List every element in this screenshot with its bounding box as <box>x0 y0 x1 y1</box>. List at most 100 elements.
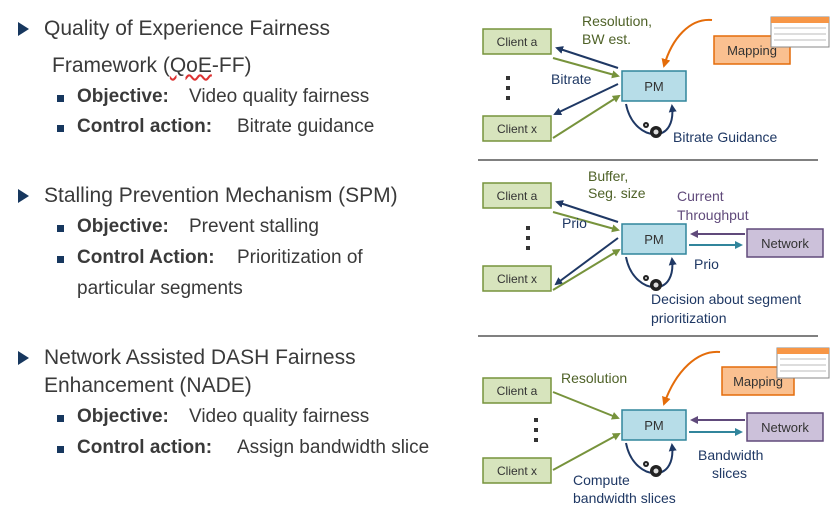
bitrate-label: Bitrate <box>551 71 592 87</box>
current-label: Current <box>677 188 724 204</box>
bw-est-label: BW est. <box>582 31 631 47</box>
client-a-label: Client a <box>497 384 538 398</box>
arrow-client-a-to-pm <box>552 57 620 79</box>
control-action-label: Control action: <box>77 437 213 458</box>
resolution-label: Resolution, <box>582 13 652 29</box>
arrow-pm-to-client-a <box>555 200 619 223</box>
prio-label: Prio <box>562 215 587 231</box>
square-bullet-icon <box>57 446 64 453</box>
network-label: Network <box>761 236 809 251</box>
diagram-qoe-ff: Client a Client x PM Mapping Resolution,… <box>482 13 830 145</box>
bullet-triangle-icon <box>18 189 29 203</box>
objective-text: Prevent stalling <box>189 216 319 237</box>
client-x-box <box>482 457 552 484</box>
pm-label: PM <box>644 79 664 94</box>
pm-label: PM <box>644 232 664 247</box>
control-action-item: Control action: Assign bandwidth slice <box>57 437 457 461</box>
client-x-label: Client x <box>497 122 537 136</box>
ellipsis-dots <box>534 418 538 442</box>
decision-label: Decision about segment <box>651 291 801 307</box>
bullet-nade: Network Assisted DASH Fairness Enhanceme… <box>0 345 460 405</box>
throughput-label: Throughput <box>677 207 749 223</box>
arrow-client-x-to-pm <box>552 433 621 471</box>
mapping-table-icon <box>776 347 830 379</box>
bullet-title-line2: Enhancement (NADE) <box>44 374 252 397</box>
bullet-title: Network Assisted DASH Fairness <box>44 346 356 369</box>
arrow-pm-to-client-x <box>553 83 619 116</box>
control-action-text: Assign bandwidth slice <box>237 437 430 458</box>
control-action-item: Control Action: Prioritization of partic… <box>57 247 457 303</box>
pm-label: PM <box>644 418 664 433</box>
network-box <box>746 412 824 442</box>
objective-item: Objective: Video quality fairness <box>57 86 437 110</box>
objective-label: Objective: <box>77 406 169 427</box>
control-action-text: Prioritization of <box>237 247 363 268</box>
arrow-pm-to-client-x <box>554 237 619 286</box>
control-action-label: Control Action: <box>77 247 215 268</box>
arrow-client-a-to-pm <box>552 211 620 233</box>
pm-box <box>621 70 687 102</box>
square-bullet-icon <box>57 225 64 232</box>
spellcheck-underline: QoE <box>169 54 212 77</box>
control-action-text: Bitrate guidance <box>237 116 375 137</box>
resolution-label: Resolution <box>561 370 627 386</box>
mapping-label: Mapping <box>727 43 777 58</box>
bullet-title-line2: Framework (QoE-FF) <box>52 54 252 77</box>
pm-box <box>621 223 687 255</box>
buffer-label: Buffer, <box>588 168 628 184</box>
ellipsis-dots <box>506 76 510 100</box>
ellipsis-dots <box>526 226 530 250</box>
bitrate-guidance-label: Bitrate Guidance <box>673 129 777 145</box>
client-x-box <box>482 115 552 142</box>
bullet-triangle-icon <box>18 351 29 365</box>
gear-icon <box>643 275 662 291</box>
diagram-nade: Client a Client x PM Mapping Network Res… <box>482 347 830 506</box>
seg-size-label: Seg. size <box>588 185 646 201</box>
mapping-table-icon <box>770 16 830 48</box>
loop-arrow <box>625 103 677 136</box>
arrow-mapping-to-pm <box>662 350 721 406</box>
diagram-spm: Client a Client x PM Network Buffer, Seg… <box>482 168 824 326</box>
square-bullet-icon <box>57 125 64 132</box>
objective-label: Objective: <box>77 86 169 107</box>
bullet-title: Quality of Experience Fairness <box>44 17 330 40</box>
pm-box <box>621 409 687 441</box>
bullet-qoe-ff: Quality of Experience Fairness Framework… <box>0 16 460 77</box>
bullet-triangle-icon <box>18 22 29 36</box>
mapping-label: Mapping <box>733 374 783 389</box>
objective-text: Video quality fairness <box>189 406 370 427</box>
arrow-mapping-to-pm <box>661 18 713 68</box>
prio-label: Prio <box>694 256 719 272</box>
bandwidth-slices-label: bandwidth slices <box>573 490 676 506</box>
arrow-client-a-to-pm <box>552 391 620 420</box>
objective-item: Objective: Video quality fairness <box>57 406 437 430</box>
square-bullet-icon <box>57 256 64 263</box>
prioritization-label: prioritization <box>651 310 726 326</box>
objective-item: Objective: Prevent stalling <box>57 216 437 240</box>
client-x-label: Client x <box>497 272 537 286</box>
control-action-label: Control action: <box>77 116 213 137</box>
arrow-client-x-to-pm <box>552 248 621 291</box>
client-x-box <box>482 265 552 292</box>
client-a-label: Client a <box>497 189 538 203</box>
square-bullet-icon <box>57 415 64 422</box>
network-label: Network <box>761 420 809 435</box>
network-box <box>746 228 824 258</box>
client-a-box <box>482 182 552 209</box>
arrow-client-x-to-pm <box>552 94 621 139</box>
client-a-box <box>482 28 552 55</box>
client-a-label: Client a <box>497 35 538 49</box>
gear-icon <box>643 122 662 138</box>
arrow-pm-to-client-a <box>555 46 619 69</box>
objective-label: Objective: <box>77 216 169 237</box>
slices-label: slices <box>712 465 747 481</box>
bandwidth-label: Bandwidth <box>698 447 763 463</box>
square-bullet-icon <box>57 95 64 102</box>
control-action-text-line2: particular segments <box>77 278 243 299</box>
bullet-spm: Stalling Prevention Mechanism (SPM) <box>0 183 460 213</box>
bullet-title: Stalling Prevention Mechanism (SPM) <box>44 184 398 207</box>
gear-icon <box>643 461 662 477</box>
client-a-box <box>482 377 552 404</box>
objective-text: Video quality fairness <box>189 86 370 107</box>
